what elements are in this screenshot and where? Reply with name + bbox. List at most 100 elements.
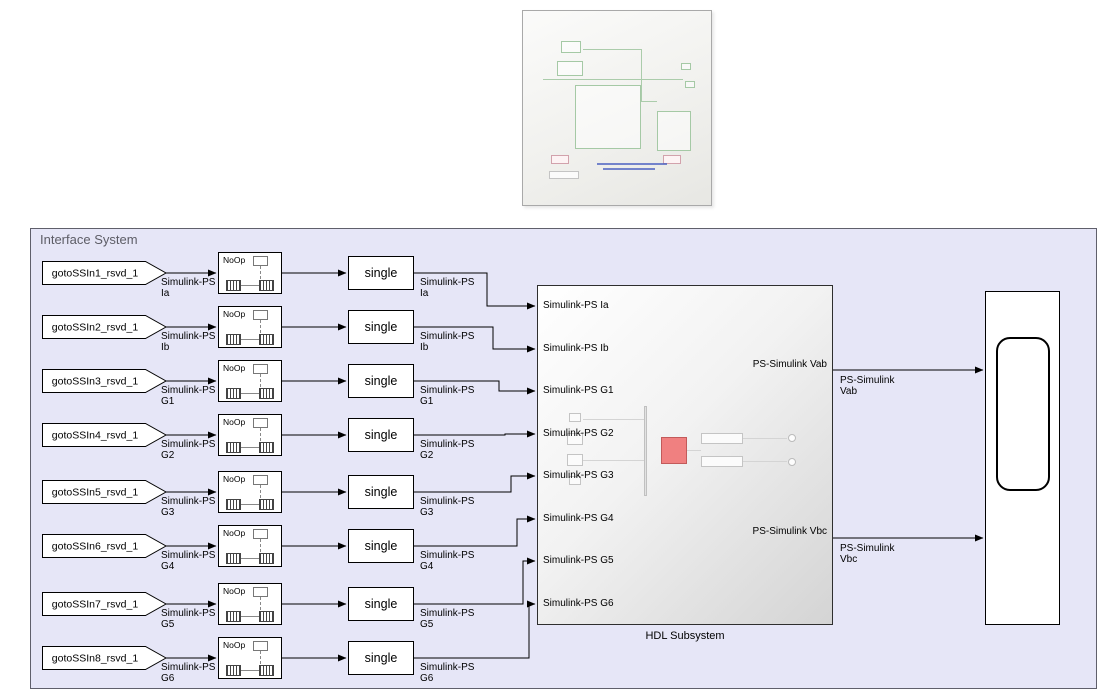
preview-text-line <box>603 168 655 170</box>
noop-label: NoOp <box>223 586 246 596</box>
hdl-input-port-label: Simulink-PS G5 <box>543 555 614 566</box>
noop-converter-block[interactable]: NoOp <box>218 306 282 348</box>
noop-converter-block[interactable]: NoOp <box>218 471 282 513</box>
signal-label: Simulink-PS G3 <box>161 496 216 518</box>
hdl-preview-element <box>701 456 743 467</box>
dashed-link-icon <box>260 651 261 664</box>
signal-label: Simulink-PS G2 <box>161 439 216 461</box>
signal-label: Simulink-PS G5 <box>161 608 216 630</box>
hdl-highlight-block <box>661 437 687 464</box>
noop-converter-block[interactable]: NoOp <box>218 525 282 567</box>
noop-label: NoOp <box>223 255 246 265</box>
converter-icon <box>253 364 268 374</box>
goto-tag-block[interactable]: gotoSSIn1_rsvd_1 <box>42 261 167 285</box>
signal-label: Simulink-PS G3 <box>420 496 475 518</box>
scope-icon <box>996 337 1050 491</box>
noop-converter-block[interactable]: NoOp <box>218 252 282 294</box>
hdl-input-port-label: Simulink-PS G2 <box>543 428 614 439</box>
grid-icon <box>226 665 241 676</box>
signal-label: Simulink-PS G4 <box>420 550 475 572</box>
preview-text-line <box>597 163 667 165</box>
link-line <box>241 558 259 559</box>
signal-label: Simulink-PS Ib <box>420 331 475 353</box>
goto-tag-block[interactable]: gotoSSIn4_rsvd_1 <box>42 423 167 447</box>
goto-tag-label: gotoSSIn8_rsvd_1 <box>52 653 139 665</box>
grid-icon <box>226 499 241 510</box>
goto-tag-block[interactable]: gotoSSIn5_rsvd_1 <box>42 480 167 504</box>
signal-label: Simulink-PS G4 <box>161 550 216 572</box>
scope-block[interactable] <box>985 291 1060 625</box>
dashed-link-icon <box>260 597 261 610</box>
grid-icon <box>226 334 241 345</box>
link-line <box>241 339 259 340</box>
grid-icon <box>226 388 241 399</box>
grid-icon <box>259 499 274 510</box>
datatype-convert-block[interactable]: single <box>348 641 414 675</box>
datatype-convert-block[interactable]: single <box>348 418 414 452</box>
dashed-link-icon <box>260 485 261 498</box>
hdl-subsystem-label: HDL Subsystem <box>645 630 725 642</box>
preview-block <box>685 81 695 88</box>
noop-label: NoOp <box>223 640 246 650</box>
datatype-convert-block[interactable]: single <box>348 475 414 509</box>
dashed-link-icon <box>260 428 261 441</box>
grid-icon <box>259 553 274 564</box>
signal-label: Simulink-PS G2 <box>420 439 475 461</box>
preview-block <box>681 63 691 70</box>
preview-block <box>549 171 579 179</box>
noop-converter-block[interactable]: NoOp <box>218 414 282 456</box>
link-line <box>241 616 259 617</box>
hdl-preview-line <box>583 419 645 420</box>
hdl-input-port-label: Simulink-PS G1 <box>543 385 614 396</box>
goto-tag-block[interactable]: gotoSSIn6_rsvd_1 <box>42 534 167 558</box>
goto-tag-block[interactable]: gotoSSIn8_rsvd_1 <box>42 646 167 670</box>
grid-icon <box>226 553 241 564</box>
grid-icon <box>259 611 274 622</box>
datatype-convert-block[interactable]: single <box>348 310 414 344</box>
goto-tag-label: gotoSSIn2_rsvd_1 <box>52 322 139 334</box>
datatype-convert-block[interactable]: single <box>348 364 414 398</box>
converter-icon <box>253 256 268 266</box>
dashed-link-icon <box>260 320 261 333</box>
grid-icon <box>259 388 274 399</box>
model-preview-thumbnail[interactable] <box>522 10 712 206</box>
grid-icon <box>259 442 274 453</box>
hdl-input-port-label: Simulink-PS G3 <box>543 470 614 481</box>
noop-converter-block[interactable]: NoOp <box>218 360 282 402</box>
hdl-input-port-label: Simulink-PS Ia <box>543 300 609 311</box>
hdl-subsystem-block[interactable] <box>537 285 833 625</box>
hdl-preview-element <box>569 413 581 422</box>
grid-icon <box>259 280 274 291</box>
noop-label: NoOp <box>223 417 246 427</box>
grid-icon <box>259 334 274 345</box>
signal-label: Simulink-PS G6 <box>161 662 216 684</box>
hdl-preview-element <box>701 433 743 444</box>
preview-block <box>561 41 581 53</box>
datatype-convert-block[interactable]: single <box>348 256 414 290</box>
goto-tag-label: gotoSSIn4_rsvd_1 <box>52 430 139 442</box>
goto-tag-block[interactable]: gotoSSIn2_rsvd_1 <box>42 315 167 339</box>
datatype-convert-block[interactable]: single <box>348 529 414 563</box>
preview-line <box>583 49 641 50</box>
link-line <box>241 447 259 448</box>
signal-label: Simulink-PS Ib <box>161 331 216 353</box>
noop-converter-block[interactable]: NoOp <box>218 637 282 679</box>
link-line <box>241 670 259 671</box>
hdl-preview-line <box>687 450 701 451</box>
link-line <box>241 285 259 286</box>
datatype-convert-block[interactable]: single <box>348 587 414 621</box>
noop-label: NoOp <box>223 309 246 319</box>
goto-tag-block[interactable]: gotoSSIn3_rsvd_1 <box>42 369 167 393</box>
hdl-preview-node <box>788 458 796 466</box>
goto-tag-block[interactable]: gotoSSIn7_rsvd_1 <box>42 592 167 616</box>
hdl-output-port-label: PS-Simulink Vbc <box>752 526 827 537</box>
hdl-input-port-label: Simulink-PS Ib <box>543 343 609 354</box>
noop-converter-block[interactable]: NoOp <box>218 583 282 625</box>
output-signal-label: PS-Simulink Vbc <box>840 543 895 565</box>
converter-icon <box>253 475 268 485</box>
hdl-preview-line <box>743 438 787 439</box>
preview-block <box>657 111 691 151</box>
preview-line <box>641 49 642 101</box>
